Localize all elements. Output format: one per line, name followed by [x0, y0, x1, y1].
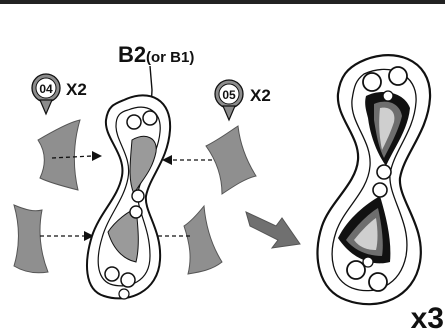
part-label-alt: (or B1): [146, 49, 194, 66]
quantity-multiplier: x3: [411, 302, 444, 334]
curved-fin-icon: [184, 206, 222, 274]
curved-fin-icon: [38, 120, 80, 190]
curved-fin-icon: [14, 205, 48, 273]
part-label-main: B2: [118, 42, 146, 67]
center-part-b2: [87, 95, 170, 299]
left-piece-qty: X2: [66, 80, 87, 99]
figure-eight-part-icon: [317, 55, 430, 304]
right-piece-badge: 05: [215, 80, 243, 120]
left-piece-number: 04: [39, 82, 53, 96]
right-arrow-icon: [246, 212, 300, 248]
right-piece-qty: X2: [250, 86, 271, 105]
top-border: [0, 0, 445, 4]
curved-fin-icon: [206, 126, 256, 194]
insert-arrow-left-bottom: [40, 231, 94, 241]
left-piece-badge: 04: [31, 42, 61, 114]
insert-arrow-right-top: [162, 155, 212, 165]
right-piece-number: 05: [222, 88, 236, 102]
